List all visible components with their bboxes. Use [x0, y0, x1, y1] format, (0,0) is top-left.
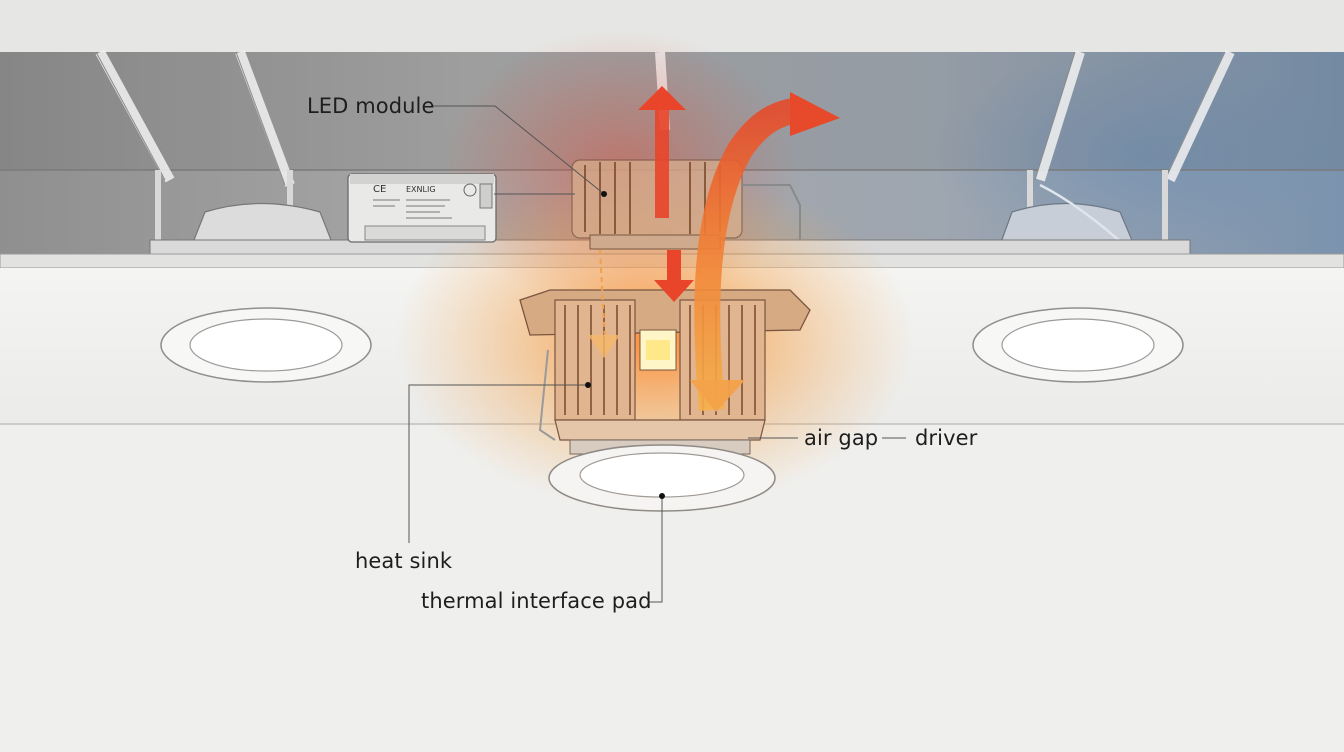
label-heat-sink: heat sink	[355, 549, 453, 573]
label-air-gap: air gap	[804, 426, 879, 450]
label-led-module: LED module	[307, 94, 435, 118]
red-arrow-up-head	[638, 86, 686, 110]
downlight-left	[160, 307, 372, 383]
heat-flow-arrows	[588, 86, 840, 412]
leader-lines	[408, 105, 906, 603]
curved-arrow-head	[790, 92, 840, 136]
warm-arrow-down-head	[690, 380, 745, 412]
cool-air-zone	[930, 52, 1344, 256]
driver-box: CE EXNLIG	[347, 173, 497, 243]
label-thermal-interface-pad: thermal interface pad	[421, 589, 652, 613]
ce-mark: CE	[373, 184, 386, 195]
can-housing-right	[999, 202, 1135, 246]
driver-brand: EXNLIG	[406, 185, 436, 194]
red-arrow-down-head	[654, 280, 694, 302]
label-driver: driver	[915, 426, 978, 450]
leader-dots	[585, 191, 665, 499]
downlight-right	[972, 307, 1184, 383]
can-housing-left	[191, 202, 334, 246]
center-trim-ring	[548, 444, 776, 512]
